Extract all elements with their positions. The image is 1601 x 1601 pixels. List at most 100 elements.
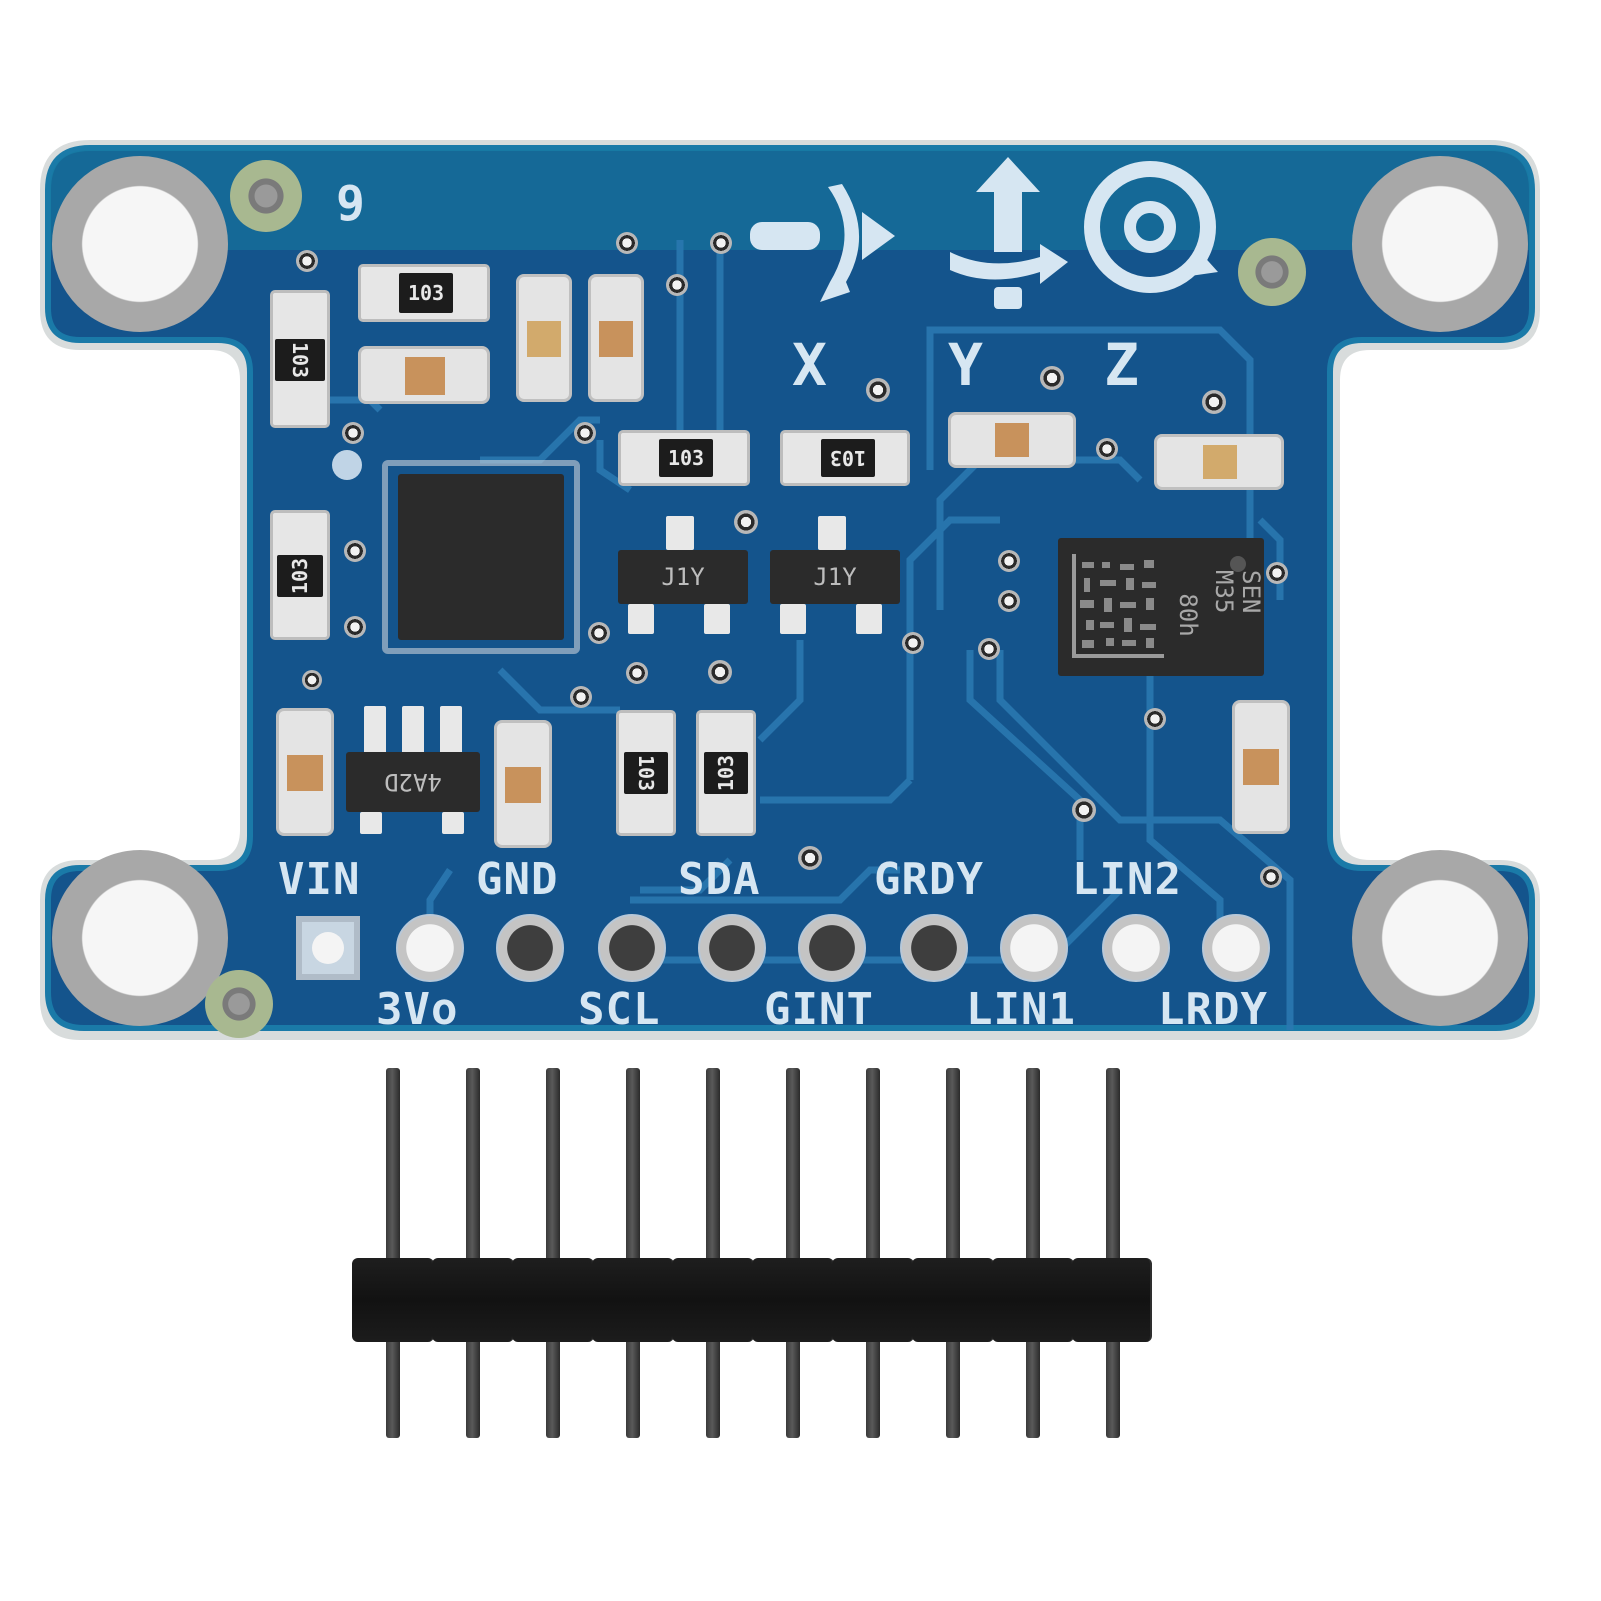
header-housing-segment: [432, 1258, 514, 1342]
fiducial-top-right: [1238, 238, 1306, 306]
chip-marking-line2: 80h: [1173, 593, 1202, 637]
transistor-marking: J1Y: [813, 563, 857, 591]
pin-label-grdy: GRDY: [874, 854, 984, 905]
x-axis-bar-icon: [750, 222, 820, 250]
pin-pad-sda: [698, 914, 766, 982]
revision-mark: 9: [336, 176, 366, 232]
pin1-dot: [1230, 556, 1246, 572]
resistor-r5: 103: [780, 430, 910, 486]
header-pin: [386, 1068, 400, 1438]
resistor-r2: 103: [270, 290, 330, 428]
resistor-marking: 103: [275, 339, 325, 381]
via: [1072, 798, 1096, 822]
header-pin: [626, 1068, 640, 1438]
pin-pad-scl: [598, 914, 666, 982]
transistor-q1: J1Y: [618, 550, 748, 604]
header-housing-segment: [832, 1258, 914, 1342]
via: [574, 422, 596, 444]
chip-marking: SEN M35 80h: [1173, 570, 1265, 660]
header-housing-segment: [992, 1258, 1074, 1342]
datamatrix-code-icon: [1072, 554, 1164, 658]
via: [902, 632, 924, 654]
via: [570, 686, 592, 708]
pin-pad-gnd: [496, 914, 564, 982]
via: [734, 510, 758, 534]
via: [998, 550, 1020, 572]
gyroscope-chip-outline: [382, 460, 580, 654]
via: [978, 638, 1000, 660]
pin1-marker: [332, 450, 362, 480]
capacitor-c7: [1154, 434, 1284, 490]
via: [342, 422, 364, 444]
x-rotation-arrow-icon: [820, 184, 860, 302]
header-pin: [1026, 1068, 1040, 1438]
capacitor-c3: [588, 274, 644, 402]
regulator-pad: [442, 812, 464, 834]
via: [998, 590, 1020, 612]
pin-label-scl: SCL: [578, 984, 661, 1035]
regulator-marking: 4A2D: [384, 768, 442, 796]
axis-label-x: X: [792, 331, 828, 399]
header-housing-segment: [912, 1258, 994, 1342]
fiducial-top-left: [230, 160, 302, 232]
pin-label-lrdy: LRDY: [1158, 984, 1268, 1035]
resistor-r3: 103: [270, 510, 330, 640]
via: [1040, 366, 1064, 390]
via: [626, 662, 648, 684]
axis-label-y: Y: [948, 331, 984, 399]
accel-magnetometer-chip: SEN M35 80h: [1058, 538, 1265, 676]
via: [666, 274, 688, 296]
resistor-marking: 103: [399, 273, 453, 313]
header-pin: [466, 1068, 480, 1438]
pin-label-lin2: LIN2: [1072, 854, 1182, 905]
capacitor-c6: [948, 412, 1076, 468]
via: [798, 846, 822, 870]
header-housing-segment: [352, 1258, 434, 1342]
resistor-r7: 103: [696, 710, 756, 836]
header-pin: [1106, 1068, 1120, 1438]
transistor-pad: [704, 604, 730, 634]
pin-label-gnd: GND: [476, 854, 559, 905]
resistor-marking: 103: [624, 752, 668, 794]
header-housing-segment: [672, 1258, 754, 1342]
capacitor-c2: [516, 274, 572, 402]
via: [296, 250, 318, 272]
axis-orientation-icons: [750, 157, 1218, 309]
capacitor-c5: [494, 720, 552, 848]
pcb-board: 9 X Y Z 103 103 103 103 103: [40, 140, 1540, 1040]
pin-pad-lin2: [1102, 914, 1170, 982]
via: [302, 670, 322, 690]
header-pin: [866, 1068, 880, 1438]
fiducial-bottom-left: [205, 970, 273, 1038]
header-pin: [546, 1068, 560, 1438]
mounting-hole-bottom-right: [1352, 850, 1528, 1026]
capacitor-c4: [276, 708, 334, 836]
y-rotation-arrow-icon: [950, 244, 1068, 284]
gyroscope-chip: [398, 474, 564, 640]
transistor-pad: [780, 604, 806, 634]
resistor-marking: 103: [277, 555, 323, 597]
via: [1144, 708, 1166, 730]
pin-pad-lrdy: [1202, 914, 1270, 982]
via: [588, 622, 610, 644]
resistor-marking: 103: [704, 752, 748, 794]
pin-label-gint: GINT: [764, 984, 874, 1035]
mounting-hole-top-right: [1352, 156, 1528, 332]
voltage-regulator: 4A2D: [346, 752, 480, 812]
transistor-pad: [856, 604, 882, 634]
z-rotation-circle-icon: [1084, 161, 1216, 293]
resistor-marking: 103: [659, 439, 713, 477]
header-pin: [706, 1068, 720, 1438]
pin-label-sda: SDA: [678, 854, 761, 905]
via: [1266, 562, 1288, 584]
via: [708, 660, 732, 684]
capacitor-c8: [1232, 700, 1290, 834]
via: [1202, 390, 1226, 414]
resistor-r4: 103: [618, 430, 750, 486]
transistor-pad: [666, 516, 694, 550]
resistor-marking: 103: [821, 439, 875, 477]
pin-pad-gint: [798, 914, 866, 982]
pin-pad-lin1: [1000, 914, 1068, 982]
header-housing-segment: [512, 1258, 594, 1342]
via: [1260, 866, 1282, 888]
